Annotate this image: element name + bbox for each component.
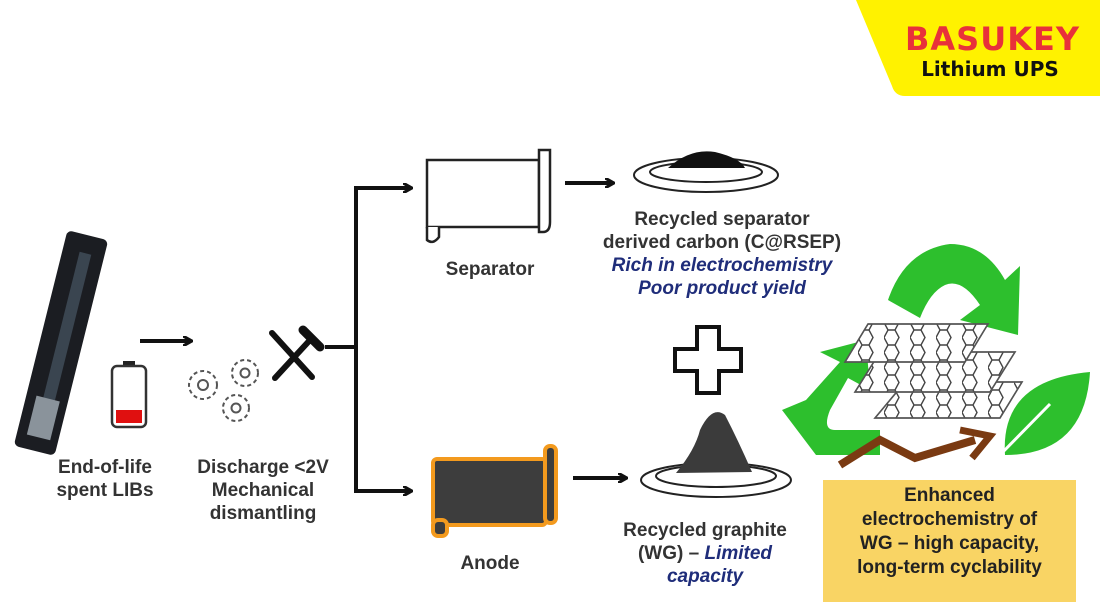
tools-icon <box>269 325 325 381</box>
result-line2: electrochemistry of <box>861 509 1038 530</box>
separator-product-line2: derived carbon (C@RSEP) <box>602 232 842 253</box>
graphite-pile-icon <box>640 412 792 498</box>
graphite-product-note: Limited <box>704 543 773 564</box>
brand-subtitle: Lithium UPS <box>921 57 1059 81</box>
graphite-product-prefix: (WG) – <box>637 543 705 564</box>
brand-banner <box>856 0 1100 96</box>
growth-arrow-icon <box>837 426 997 469</box>
gears-icon <box>188 359 259 422</box>
result-line1: Enhanced <box>904 485 995 506</box>
graphene-layers-icon <box>843 323 1024 419</box>
separator-product-line1: Recycled separator <box>634 209 810 230</box>
carbon-pile-icon <box>633 151 779 193</box>
graphite-product-line2: (WG) – Limited <box>590 542 820 565</box>
graphite-product-line3: capacity <box>666 566 744 587</box>
recycle-icon <box>782 244 1020 455</box>
anode-scroll-icon <box>431 444 558 538</box>
result-box <box>823 480 1076 602</box>
graphite-product-label: Recycled graphite (WG) – Limited capacit… <box>590 519 820 588</box>
anode-label: Anode <box>460 553 520 574</box>
leaf-icon <box>993 372 1090 462</box>
separator-product-note2: Poor product yield <box>638 278 806 299</box>
low-battery-icon <box>110 361 148 429</box>
separator-label: Separator <box>445 259 535 280</box>
branch-connector <box>325 186 410 493</box>
separator-product-note1: Rich in electrochemistry <box>611 255 833 276</box>
result-line3: WG – high capacity, <box>859 533 1040 554</box>
result-label: Enhanced electrochemistry of WG – high c… <box>823 484 1076 580</box>
result-line4: long-term cyclability <box>857 557 1042 578</box>
laptop-battery-icon <box>14 231 108 455</box>
process-label-line1: Discharge <2V <box>197 457 329 478</box>
process-label-line2: Mechanical <box>211 480 315 501</box>
input-label: End-of-life spent LIBs <box>40 456 170 502</box>
input-label-line1: End-of-life <box>58 457 152 478</box>
separator-scroll-icon <box>425 148 552 244</box>
process-label-line3: dismantling <box>209 503 317 524</box>
brand-name: BASUKEY <box>905 20 1081 58</box>
plus-icon <box>673 325 743 395</box>
graphite-product-line1: Recycled graphite <box>623 520 787 541</box>
input-label-line2: spent LIBs <box>56 480 154 501</box>
process-label: Discharge <2V Mechanical dismantling <box>178 456 348 525</box>
separator-product-label: Recycled separator derived carbon (C@RSE… <box>572 208 872 300</box>
